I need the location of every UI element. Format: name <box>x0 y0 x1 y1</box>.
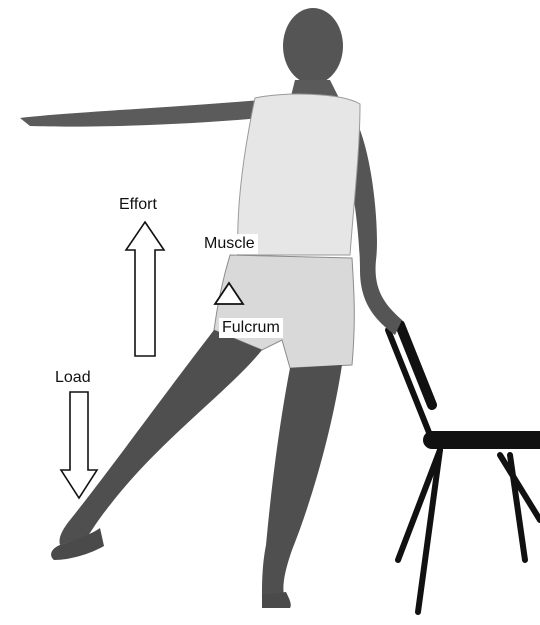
muscle-label: Muscle <box>201 234 258 254</box>
load-label: Load <box>55 370 91 386</box>
effort-label: Effort <box>119 197 157 213</box>
fulcrum-label: Fulcrum <box>219 318 283 338</box>
